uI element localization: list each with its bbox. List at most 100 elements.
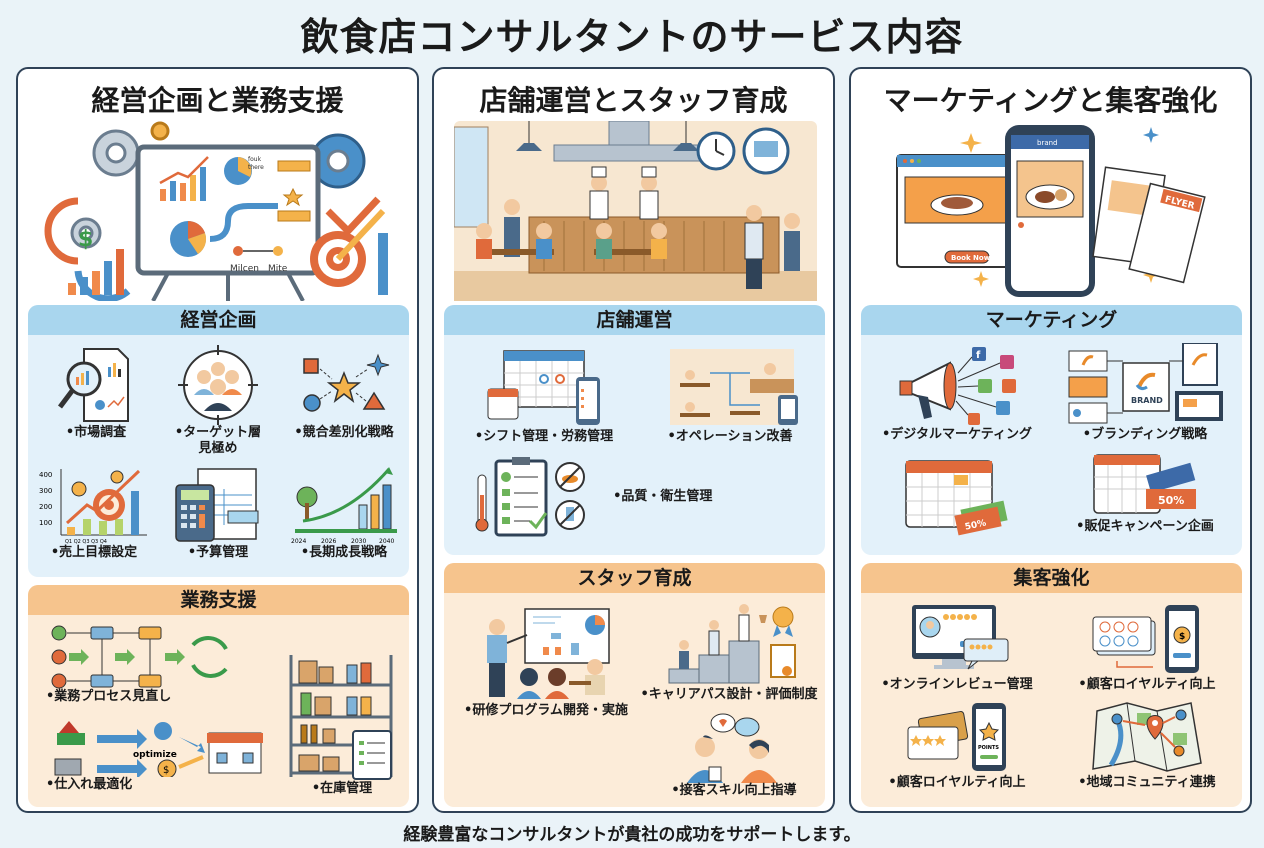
item-digital-marketing: f •デジタルマーケティング <box>867 343 1047 443</box>
career-path-icon <box>668 604 796 684</box>
item-label: •顧客ロイヤルティ向上 <box>888 775 1026 790</box>
svg-text:2040: 2040 <box>379 538 394 545</box>
item-label: •地域コミュニティ連携 <box>1078 775 1216 790</box>
item-career-path: •キャリアパス設計・評価制度 <box>634 603 824 703</box>
section-title: 集客強化 <box>861 563 1242 593</box>
item-label: •ターゲット層 <box>174 425 262 440</box>
column-title: 店舗運営とスタッフ育成 <box>479 84 788 117</box>
item-label: •競合差別化戦略 <box>294 425 394 440</box>
campaign-calendar-icon: 50% <box>905 460 1008 536</box>
column-store-operations: 店舗運営とスタッフ育成 店舗運営 <box>432 67 835 813</box>
item-training-program: •研修プログラム開発・実施 <box>448 603 644 719</box>
page-title: 飲食店コンサルタントのサービス内容 <box>300 15 964 59</box>
sales-target-icon: 400 300 200 100 Q1 Q2 Q3 Q3 Q4 <box>39 469 147 545</box>
item-quality-hygiene: •品質・衛生管理 <box>474 455 814 539</box>
item-process-review: •業務プロセス見直し <box>46 625 236 705</box>
process-flow-icon <box>51 625 228 689</box>
svg-text:Q1 Q2 Q3 Q3 Q4: Q1 Q2 Q3 Q3 Q4 <box>65 539 107 545</box>
item-community: •地域コミュニティ連携 <box>1057 699 1237 791</box>
training-icon <box>487 608 610 699</box>
item-sales-target: 400 300 200 100 Q1 Q2 Q3 Q3 Q4 •売上目標設定 <box>32 465 156 561</box>
loyalty-card-icon: $ <box>1092 605 1199 673</box>
svg-text:400: 400 <box>39 471 52 479</box>
hygiene-checklist-icon <box>475 457 585 537</box>
item-label: •在庫管理 <box>311 781 373 796</box>
customer-service-icon <box>687 713 777 783</box>
digital-media-icon: Book Now brand FLYER <box>871 121 1234 301</box>
item-online-review: •オンラインレビュー管理 <box>867 603 1047 693</box>
svg-text:50%: 50% <box>1158 494 1184 507</box>
svg-text:50%: 50% <box>964 518 987 532</box>
restaurant-scene-icon <box>453 120 817 301</box>
svg-text:Milcen: Milcen <box>230 264 259 274</box>
item-market-research: •市場調査 <box>36 345 156 441</box>
item-label: •顧客ロイヤルティ向上 <box>1078 677 1216 692</box>
review-monitor-icon <box>912 605 1009 670</box>
item-label: •接客スキル向上指導 <box>671 783 797 798</box>
item-customer-service: •接客スキル向上指導 <box>644 711 824 799</box>
promotion-icon: 50% <box>1093 454 1196 514</box>
column-marketing: マーケティングと集客強化 Book Now brand FLYER <box>849 67 1252 813</box>
item-customer-loyalty: $ •顧客ロイヤルティ向上 <box>1057 603 1237 693</box>
item-label: •業務プロセス見直し <box>46 689 172 704</box>
svg-text:$: $ <box>163 765 169 776</box>
branding-icon: BRAND <box>1068 343 1223 424</box>
svg-text:200: 200 <box>39 503 52 511</box>
item-label: •販促キャンペーン企画 <box>1076 519 1214 534</box>
svg-text:Book Now: Book Now <box>951 254 991 262</box>
item-label: •シフト管理・労務管理 <box>474 429 614 444</box>
differentiation-icon <box>303 353 390 412</box>
supply-chain-icon: $ optimize <box>54 721 263 777</box>
section-title: 経営企画 <box>28 305 409 335</box>
item-budget: •予算管理 <box>158 465 278 561</box>
item-label: •キャリアパス設計・評価制度 <box>640 687 818 702</box>
footer-tagline: 経験豊富なコンサルタントが貴社の成功をサポートします。 <box>403 825 861 845</box>
svg-text:$: $ <box>1179 632 1185 642</box>
section-title: 店舗運営 <box>444 305 825 335</box>
section-title: スタッフ育成 <box>444 563 825 593</box>
item-label: •ブランディング戦略 <box>1082 427 1208 442</box>
item-promotion: 50% •販促キャンペーン企画 <box>1055 449 1235 535</box>
loyalty-app-icon: POINTS <box>907 703 1006 771</box>
inventory-shelf-icon <box>289 655 393 780</box>
svg-text:POINTS: POINTS <box>978 745 999 751</box>
svg-text:$: $ <box>78 227 93 252</box>
svg-text:2024: 2024 <box>291 538 306 545</box>
item-operation-improvement: •オペレーション改善 <box>640 345 820 445</box>
section-store-management: 店舗運営 •シフト管理・労務管理 •オ <box>444 305 825 555</box>
growth-chart-icon: 2024 2026 2030 2040 <box>291 467 397 545</box>
item-label: •研修プログラム開発・実施 <box>464 703 628 718</box>
svg-text:2030: 2030 <box>351 538 366 545</box>
svg-text:100: 100 <box>39 519 52 527</box>
section-staff-development: スタッフ育成 •研修プログラム開発・実施 <box>444 563 825 807</box>
section-marketing: マーケティング f •デジタルマーケティング <box>861 305 1242 555</box>
shift-calendar-icon <box>487 350 600 425</box>
item-label: •デジタルマーケティング <box>881 427 1032 442</box>
svg-text:f: f <box>976 350 981 361</box>
section-operations-support: 業務支援 •業務プロセス見直し $ optimiz <box>28 585 409 807</box>
item-label: •品質・衛生管理 <box>613 489 713 504</box>
section-title: マーケティング <box>861 305 1242 335</box>
item-branding: BRAND •ブランディング戦略 <box>1055 343 1235 443</box>
item-label: •仕入れ最適化 <box>46 777 133 792</box>
item-label: •オンラインレビュー管理 <box>881 677 1033 692</box>
item-differentiation: •競合差別化戦略 <box>284 345 404 441</box>
svg-text:BRAND: BRAND <box>1131 396 1163 405</box>
svg-text:300: 300 <box>39 487 52 495</box>
item-label-line2: 見極め <box>198 441 238 456</box>
item-campaign-calendar: 50% <box>897 455 1017 539</box>
item-target-audience: •ターゲット層 見極め <box>158 345 278 457</box>
item-label: •オペレーション改善 <box>667 429 793 444</box>
column-title: マーケティングと集客強化 <box>883 84 1218 117</box>
market-research-icon <box>58 348 129 422</box>
svg-text:2026: 2026 <box>321 538 336 545</box>
item-purchasing-optimization: $ optimize •仕入れ最適化 <box>46 713 276 793</box>
item-label: •市場調査 <box>65 425 127 440</box>
community-map-icon <box>1092 702 1202 772</box>
svg-text:brand: brand <box>1037 139 1058 147</box>
item-inventory: •在庫管理 <box>280 645 404 797</box>
svg-text:there: there <box>248 164 264 171</box>
